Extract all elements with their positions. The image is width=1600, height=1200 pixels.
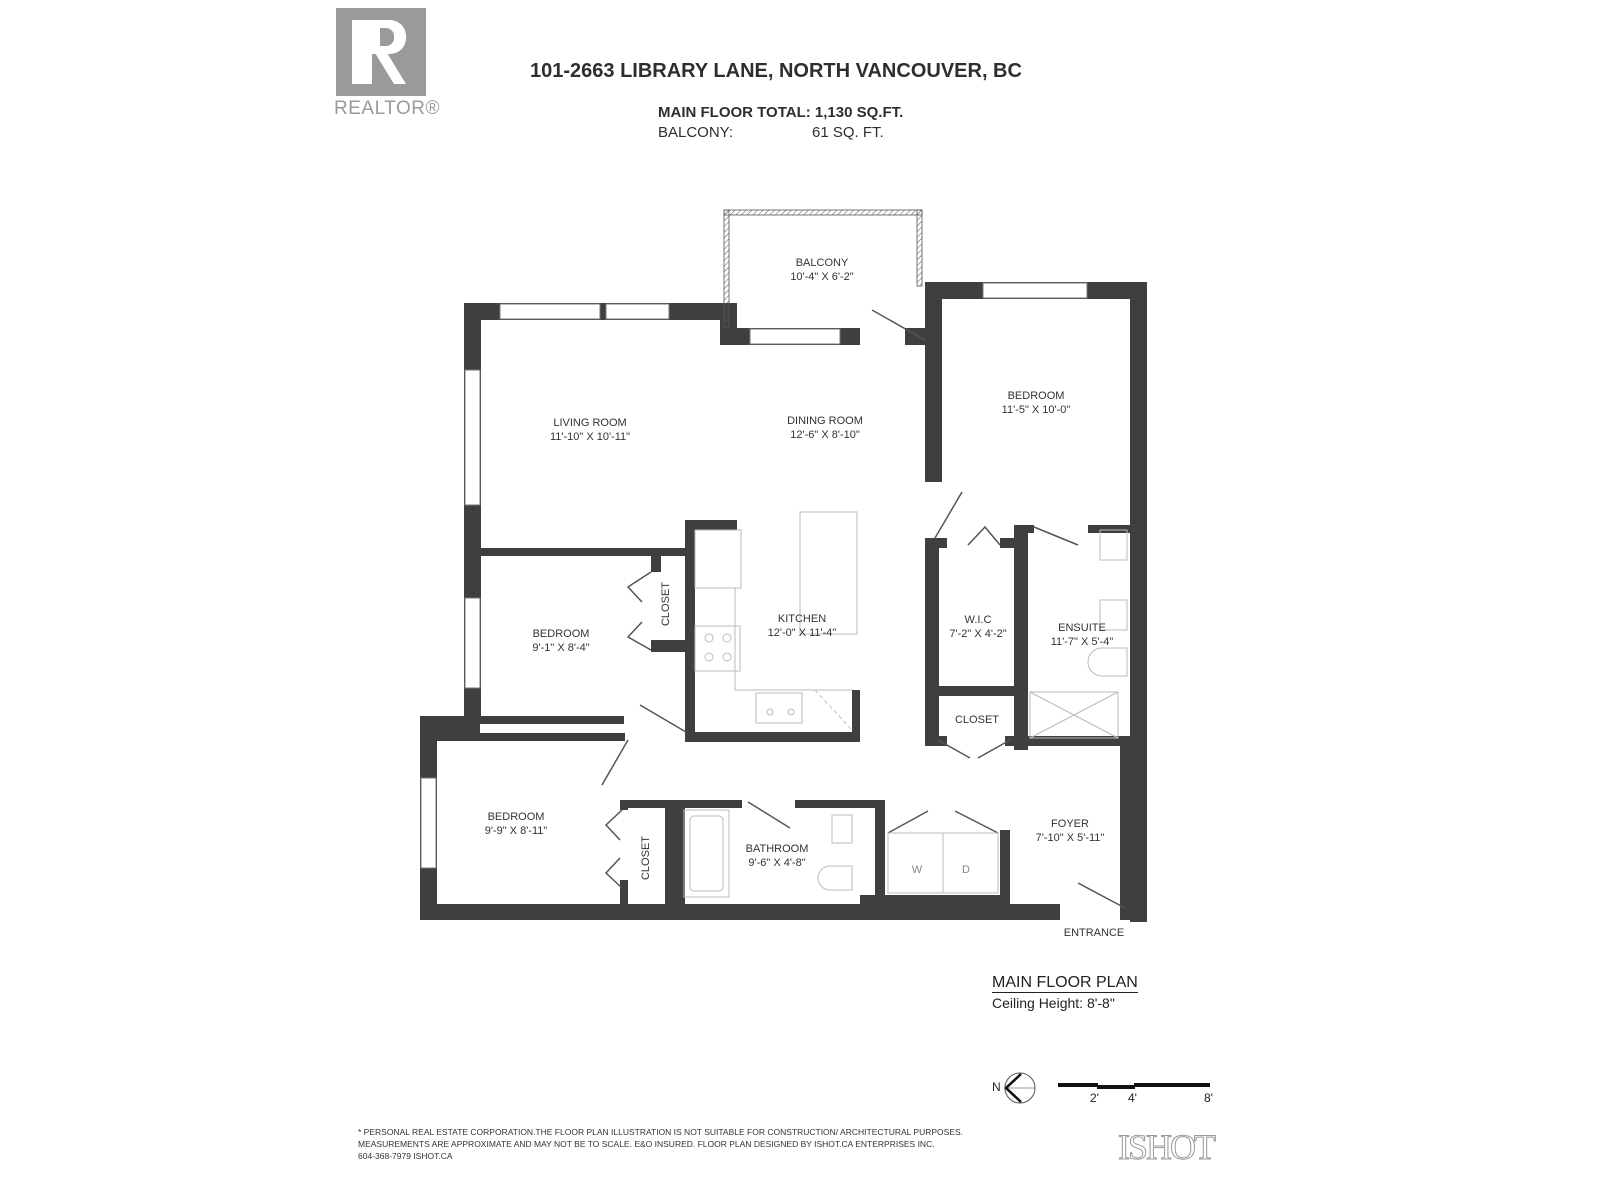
- dryer-label: D: [962, 864, 970, 876]
- room-bedroom-2: BEDROOM 9'-1" X 8'-4": [532, 627, 589, 655]
- room-dims: 7'-2" X 4'-2": [949, 628, 1007, 640]
- scale-bar: [1058, 1083, 1210, 1089]
- washer-label: W: [911, 864, 923, 876]
- disclaimer-line-3: 604-368-7979 ISHOT.CA: [358, 1151, 453, 1161]
- main-floor-total: MAIN FLOOR TOTAL: 1,130 SQ.FT.: [658, 104, 904, 121]
- room-dims: 11'-10" X 10'-11": [549, 431, 631, 443]
- bath-fixtures: [683, 529, 1128, 898]
- room-dims: 9'-9" X 8'-11": [484, 825, 548, 837]
- room-name: LIVING ROOM: [553, 417, 627, 429]
- property-address: 101-2663 LIBRARY LANE, NORTH VANCOUVER, …: [530, 60, 1022, 82]
- room-foyer: FOYER 7'-10" X 5'-11": [1036, 817, 1105, 845]
- scale-tick-2: 2': [1090, 1091, 1099, 1105]
- room-bathroom: BATHROOM 9'-6" X 4'-8": [746, 842, 809, 870]
- room-dims: 9'-1" X 8'-4": [532, 642, 590, 654]
- room-name: KITCHEN: [777, 613, 827, 625]
- room-name: BEDROOM: [532, 628, 590, 640]
- closet-hall: CLOSET: [954, 714, 1000, 726]
- room-name: BEDROOM: [1007, 390, 1065, 402]
- room-name: BALCONY: [795, 257, 849, 269]
- scale-tick-8: 8': [1204, 1091, 1213, 1105]
- logo-r-leg: [372, 48, 406, 84]
- room-name: FOYER: [1051, 818, 1089, 830]
- north-label: N: [992, 1080, 1001, 1094]
- disclaimer: * PERSONAL REAL ESTATE CORPORATION.THE F…: [358, 1126, 998, 1162]
- room-dims: 11'-5" X 10'-0": [1001, 404, 1071, 416]
- disclaimer-line-2: MEASUREMENTS ARE APPROXIMATE AND MAY NOT…: [358, 1139, 935, 1149]
- compass-icon: [1004, 1072, 1036, 1104]
- room-dining: DINING ROOM 12'-6" X 8'-10": [787, 414, 863, 442]
- ishot-logo: ISHOT: [1118, 1127, 1217, 1168]
- realtor-logo: [336, 8, 426, 96]
- realtor-wordmark: REALTOR®: [334, 98, 440, 119]
- room-dims: 10'-4" X 6'-2": [790, 271, 854, 283]
- plan-title: MAIN FLOOR PLAN: [992, 974, 1138, 993]
- closet-bedroom-3: CLOSET: [640, 835, 652, 881]
- room-balcony: BALCONY 10'-4" X 6'-2": [790, 256, 853, 284]
- closet-bedroom-2: CLOSET: [660, 581, 672, 627]
- doors: [601, 309, 1126, 909]
- room-dims: 11'-7" X 5'-4": [1050, 636, 1114, 648]
- room-name: BATHROOM: [745, 843, 809, 855]
- logo-r-stem: [352, 20, 372, 84]
- room-ensuite: ENSUITE 11'-7" X 5'-4": [1051, 621, 1114, 649]
- room-bedroom-3: BEDROOM 9'-9" X 8'-11": [485, 810, 548, 838]
- room-kitchen: KITCHEN 12'-0" X 11'-4": [768, 612, 837, 640]
- room-dims: 12'-6" X 8'-10": [790, 429, 860, 441]
- scale-tick-4: 4': [1128, 1091, 1137, 1105]
- room-primary-bedroom: BEDROOM 11'-5" X 10'-0": [1002, 389, 1071, 417]
- room-name: DINING ROOM: [787, 415, 863, 427]
- room-dims: 7'-10" X 5'-11": [1035, 832, 1105, 844]
- logo-r-bowl-inner: [380, 28, 394, 46]
- room-dims: 12'-0" X 11'-4": [767, 627, 837, 639]
- kitchen-fixtures: [694, 511, 858, 731]
- room-name: BEDROOM: [487, 811, 545, 823]
- balcony-area-value: 61 SQ. FT.: [812, 124, 884, 141]
- disclaimer-line-1: * PERSONAL REAL ESTATE CORPORATION.THE F…: [358, 1127, 964, 1137]
- windows: [420, 282, 1088, 869]
- room-name: ENSUITE: [1058, 622, 1106, 634]
- room-dims: 9'-6" X 4'-8": [748, 857, 806, 869]
- balcony-railing: [723, 209, 923, 329]
- entrance-label: ENTRANCE: [1063, 927, 1125, 939]
- room-living: LIVING ROOM 11'-10" X 10'-11": [550, 416, 630, 444]
- room-name: W.I.C: [964, 614, 992, 626]
- ceiling-height: Ceiling Height: 8'-8": [992, 995, 1115, 1011]
- balcony-area-label: BALCONY:: [658, 124, 734, 141]
- room-wic: W.I.C 7'-2" X 4'-2": [949, 613, 1006, 641]
